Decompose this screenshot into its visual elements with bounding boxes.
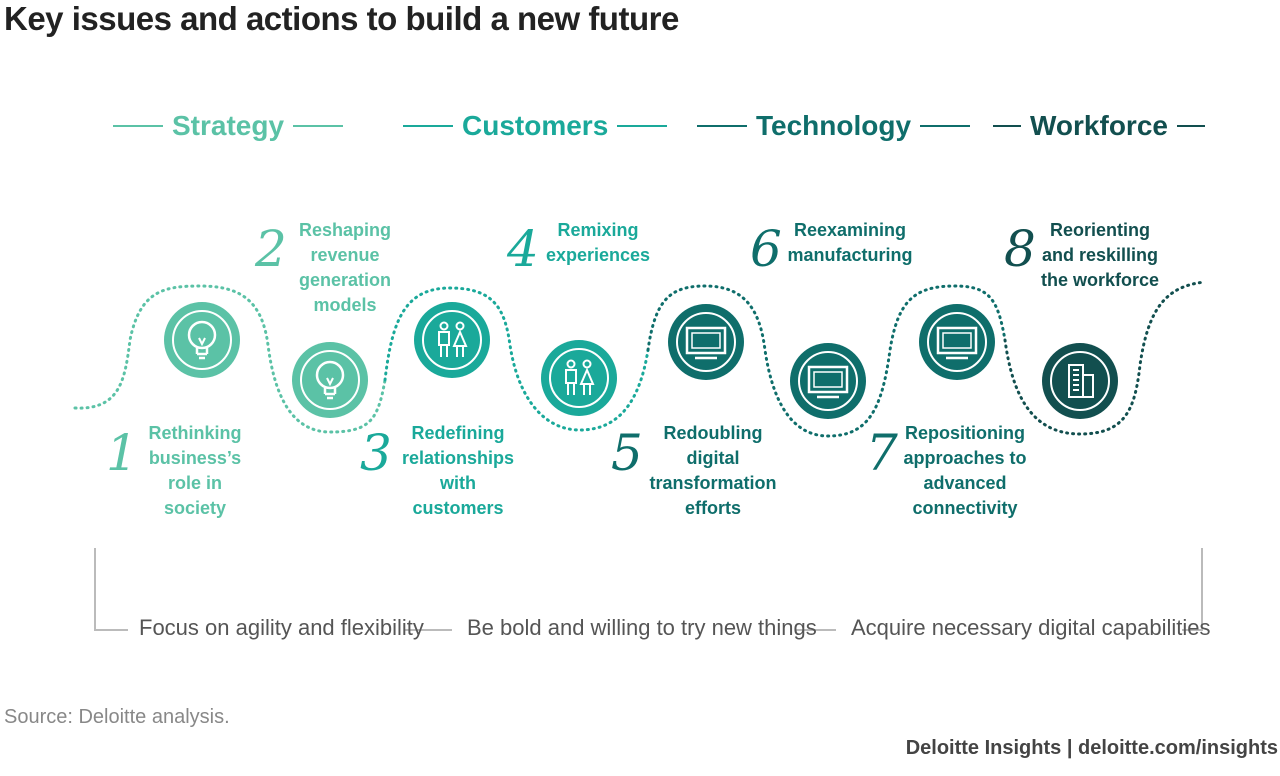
step-5-icon bbox=[668, 304, 744, 380]
bottom-bracket-left bbox=[94, 548, 128, 631]
step-6-icon bbox=[790, 343, 866, 419]
step-1-icon bbox=[164, 302, 240, 378]
step-8-number: 8 bbox=[1004, 220, 1036, 278]
wave-segment-customers bbox=[383, 286, 650, 432]
category-line bbox=[293, 125, 344, 127]
step-5-line: efforts bbox=[684, 498, 742, 518]
step-4-line: experiences bbox=[545, 245, 651, 265]
step-4-icon bbox=[541, 340, 617, 416]
step-8-line: Reorienting bbox=[1049, 220, 1150, 240]
step-2-line: revenue bbox=[310, 245, 380, 265]
step-3-line: Redefining bbox=[411, 423, 505, 443]
step-1-line: business’s bbox=[148, 448, 242, 468]
wave-segment-workforce bbox=[1003, 280, 1207, 436]
source-note: Source: Deloitte analysis. bbox=[4, 706, 230, 728]
category-line bbox=[617, 125, 668, 127]
step-7-icon bbox=[919, 304, 995, 380]
step-4-number: 4 bbox=[507, 220, 539, 278]
step-6-line: Reexamining bbox=[793, 220, 907, 240]
wave-segment-technology bbox=[646, 284, 1007, 438]
step-3-icon bbox=[414, 302, 490, 378]
category-label: Technology bbox=[756, 110, 912, 141]
step-3-number: 3 bbox=[360, 424, 392, 482]
step-3-line: with bbox=[440, 473, 476, 493]
bottom-bracket-right bbox=[1182, 548, 1203, 631]
step-8-line: and reskilling bbox=[1041, 245, 1159, 265]
step-2-icon bbox=[292, 342, 368, 418]
step-3-line: relationships bbox=[401, 448, 515, 468]
category-label: Strategy bbox=[172, 110, 285, 141]
principle-digital: Acquire necessary digital capabilities bbox=[851, 615, 1211, 640]
step-1-line: Rethinking bbox=[148, 423, 242, 443]
step-6-line: manufacturing bbox=[787, 245, 913, 265]
step-1-line: role in bbox=[167, 473, 222, 493]
step-8-icon bbox=[1042, 343, 1118, 419]
step-3-line: customers bbox=[412, 498, 504, 518]
category-label: Customers bbox=[462, 110, 609, 141]
step-7-number: 7 bbox=[866, 424, 898, 482]
step-6-number: 6 bbox=[750, 220, 782, 278]
category-line bbox=[403, 125, 453, 127]
category-line bbox=[920, 125, 971, 127]
step-1-line: society bbox=[163, 498, 227, 518]
category-line bbox=[113, 125, 163, 127]
step-8-line: the workforce bbox=[1040, 270, 1160, 290]
step-5-number: 5 bbox=[611, 424, 643, 482]
step-3-description: Redefining relationships with customers bbox=[402, 421, 514, 521]
step-8-description: Reorienting and reskilling the workforce bbox=[1041, 218, 1159, 293]
page-title: Key issues and actions to build a new fu… bbox=[4, 0, 679, 37]
step-5-line: digital bbox=[686, 448, 740, 468]
category-customers: Customers bbox=[403, 110, 668, 142]
category-line bbox=[1176, 125, 1205, 127]
step-7-line: approaches to bbox=[903, 448, 1027, 468]
step-4-line: Remixing bbox=[557, 220, 639, 240]
principle-bold: Be bold and willing to try new things bbox=[467, 615, 817, 640]
step-2-line: Reshaping bbox=[298, 220, 392, 240]
step-2-number: 2 bbox=[255, 220, 287, 278]
category-workforce: Workforce bbox=[993, 110, 1205, 142]
step-2-line: generation bbox=[298, 270, 392, 290]
step-1-number: 1 bbox=[106, 424, 138, 482]
step-7-line: advanced bbox=[923, 473, 1007, 493]
step-5-line: transformation bbox=[649, 473, 777, 493]
step-6-description: Reexamining manufacturing bbox=[787, 218, 912, 268]
step-7-line: Repositioning bbox=[905, 423, 1025, 443]
step-5-description: Redoubling digital transformation effort… bbox=[649, 421, 776, 521]
step-2-description: Reshaping revenue generation models bbox=[299, 218, 391, 318]
category-line bbox=[993, 125, 1021, 127]
step-1-description: Rethinking business’s role in society bbox=[149, 421, 242, 521]
category-label: Workforce bbox=[1030, 110, 1168, 141]
footer-credit: Deloitte Insights | deloitte.com/insight… bbox=[905, 737, 1278, 759]
wave-segment-strategy bbox=[73, 284, 387, 434]
step-7-line: connectivity bbox=[912, 498, 1018, 518]
principle-agility: Focus on agility and flexibility bbox=[139, 615, 424, 640]
category-technology: Technology bbox=[697, 110, 971, 142]
category-line bbox=[697, 125, 747, 127]
step-4-description: Remixing experiences bbox=[546, 218, 650, 268]
category-strategy: Strategy bbox=[113, 110, 344, 142]
step-5-line: Redoubling bbox=[663, 423, 763, 443]
step-2-line: models bbox=[313, 295, 377, 315]
step-7-description: Repositioning approaches to advanced con… bbox=[903, 421, 1026, 521]
